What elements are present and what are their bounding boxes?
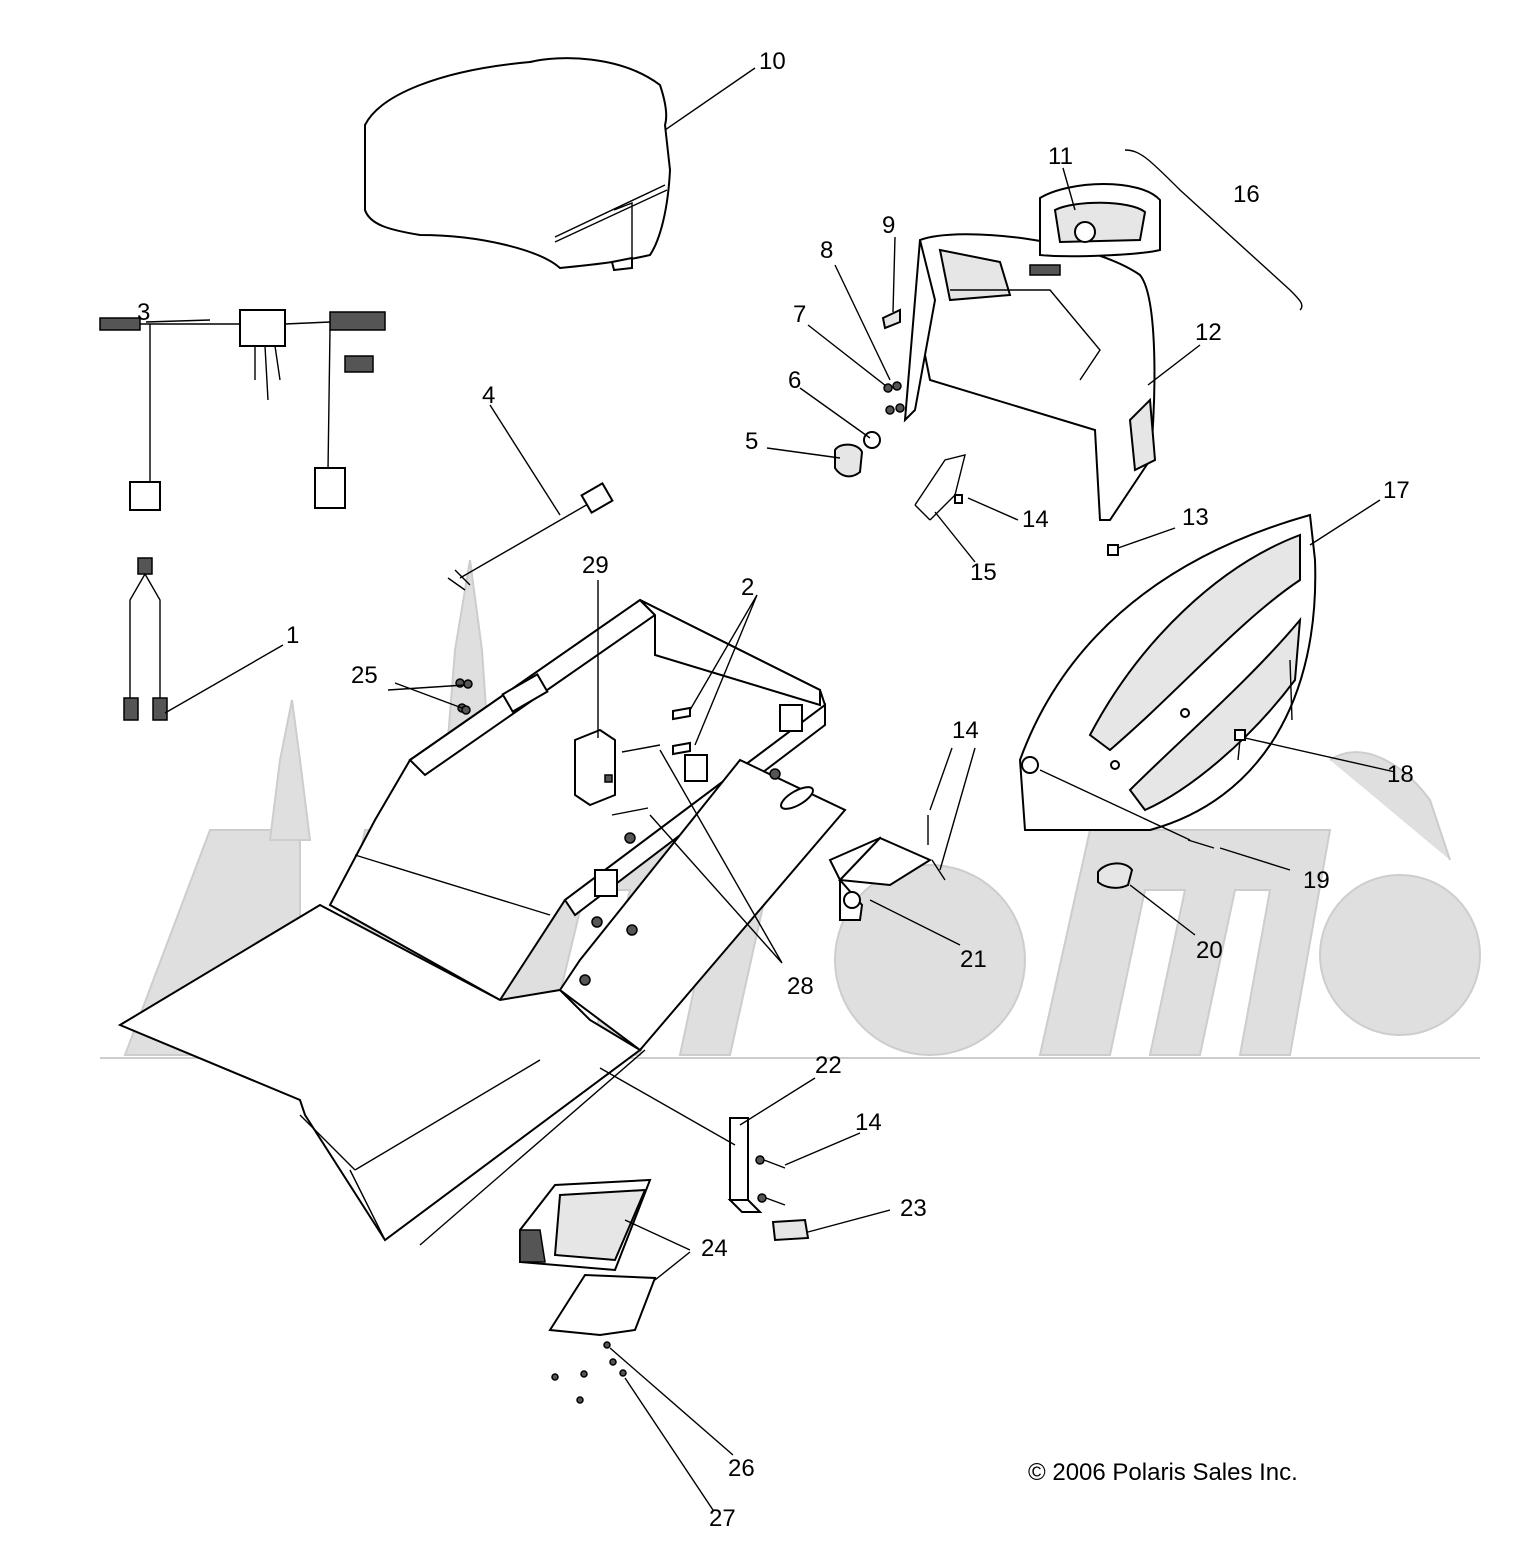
leader-7	[807, 324, 887, 387]
callout-29: 29	[582, 552, 609, 579]
copyright-notice: © 2006 Polaris Sales Inc.	[1028, 1459, 1298, 1486]
leader-11	[1062, 167, 1076, 211]
leader-3	[145, 319, 211, 323]
callout-9: 9	[882, 212, 895, 239]
bracket-29	[574, 728, 616, 807]
callout-13: 13	[1182, 504, 1209, 531]
leader-22	[739, 1077, 816, 1126]
callout-14-upper: 14	[1022, 506, 1049, 533]
leader-22b	[599, 1067, 736, 1146]
leader-18	[1244, 737, 1396, 773]
seat	[364, 57, 672, 272]
nuts-25	[461, 679, 473, 715]
callout-5: 5	[745, 428, 758, 455]
callout-8: 8	[820, 237, 833, 264]
leader-26	[609, 1347, 734, 1456]
leader-12	[1147, 344, 1201, 386]
leader-20	[1129, 884, 1196, 936]
callout-2: 2	[741, 574, 754, 601]
wiring-harness	[99, 309, 386, 511]
leader-4	[489, 404, 561, 516]
leader-1	[164, 644, 284, 714]
callout-14-lower: 14	[855, 1109, 882, 1136]
callout-6: 6	[788, 367, 801, 394]
callout-1: 1	[286, 622, 299, 649]
taillight	[1039, 183, 1161, 258]
callout-11: 11	[1048, 143, 1073, 170]
callout-23: 23	[900, 1195, 927, 1222]
callout-4: 4	[482, 382, 495, 409]
callout-17: 17	[1383, 477, 1410, 504]
callout-26: 26	[728, 1455, 755, 1482]
leader-18b	[1289, 659, 1293, 721]
leader-2	[689, 594, 758, 746]
leader-8	[834, 264, 891, 381]
leader-14a	[967, 497, 1019, 521]
step-assembly	[519, 1178, 657, 1404]
leader-23	[807, 1209, 891, 1233]
leader-17	[1309, 499, 1381, 546]
small-parts-upper	[834, 308, 905, 478]
callout-16: 16	[1233, 181, 1260, 208]
leader-lines	[145, 67, 1396, 1511]
leader-5	[766, 447, 841, 459]
leader-19b	[1039, 769, 1191, 841]
small-harness	[123, 557, 168, 721]
leader-27	[624, 1377, 714, 1511]
callout-25: 25	[351, 662, 378, 689]
leader-14b2	[939, 747, 976, 871]
fasteners-lower-right	[1097, 729, 1246, 889]
leader-19	[1219, 847, 1291, 871]
fasteners-2	[672, 706, 691, 756]
callout-20: 20	[1196, 937, 1223, 964]
callout-22: 22	[815, 1052, 842, 1079]
bracket-16	[1124, 149, 1303, 311]
callout-12: 12	[1195, 319, 1222, 346]
callout-labels: 10 11 16 9 8 3 7 12 6 4 5 17 14 13 15 2 …	[137, 48, 1414, 1532]
leader-13	[1117, 527, 1176, 549]
leader-24	[624, 1219, 691, 1281]
leader-28	[649, 749, 783, 964]
rear-housing	[903, 233, 1157, 521]
leader-25b	[394, 682, 463, 709]
callout-14-mid: 14	[952, 717, 979, 744]
callout-3: 3	[137, 299, 150, 326]
callout-28: 28	[787, 973, 814, 1000]
callout-7: 7	[793, 301, 806, 328]
callout-24: 24	[701, 1235, 728, 1262]
leader-15	[934, 511, 976, 563]
side-panel	[1018, 513, 1317, 831]
leader-6	[799, 387, 871, 439]
callout-18: 18	[1387, 761, 1414, 788]
leader-10	[664, 67, 756, 131]
callout-21: 21	[960, 946, 987, 973]
chassis-frame	[117, 598, 847, 1246]
callout-27: 27	[709, 1505, 736, 1532]
bracket-21	[828, 815, 946, 921]
bolts-28	[611, 744, 661, 816]
bracket-22	[727, 1117, 810, 1242]
leader-9	[892, 236, 896, 313]
leader-21	[869, 899, 961, 946]
leader-14c	[784, 1132, 861, 1166]
callout-10: 10	[759, 48, 786, 75]
callout-15: 15	[970, 559, 997, 586]
cable	[447, 481, 614, 591]
rod-bracket	[914, 454, 1119, 556]
leader-14b	[929, 747, 953, 811]
callout-19: 19	[1303, 867, 1330, 894]
leader-25a	[387, 684, 466, 691]
